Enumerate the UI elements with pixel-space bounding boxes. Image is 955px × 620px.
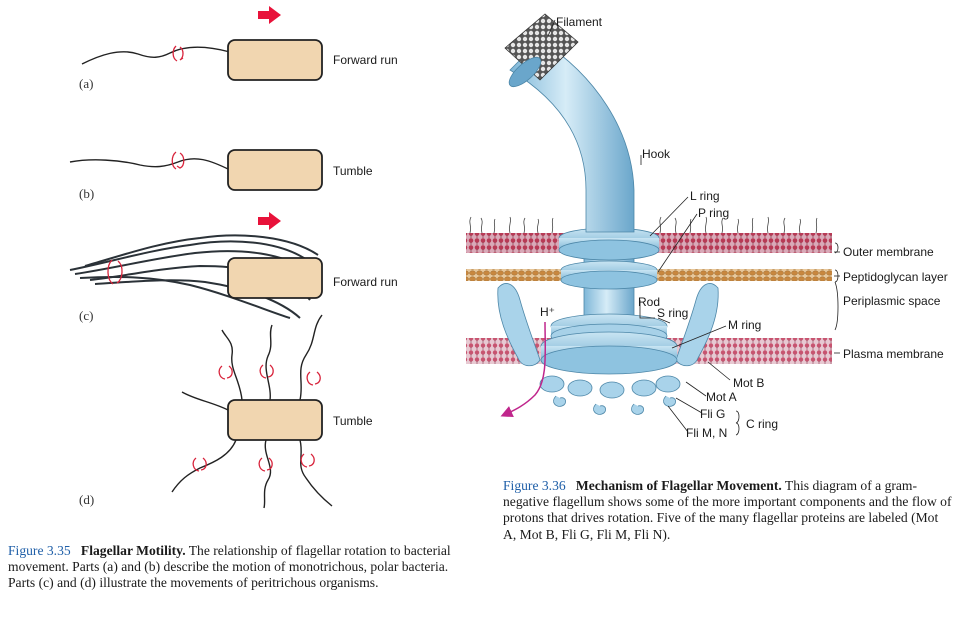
flagellum	[69, 158, 231, 171]
flagellum	[81, 46, 231, 65]
hook-label: Hook	[642, 147, 671, 161]
plasma-membrane-label: Plasma membrane	[843, 347, 944, 361]
peptidoglycan-label: Peptidoglycan layer	[843, 270, 948, 284]
s-ring-label: S ring	[657, 306, 688, 320]
proton-arrow	[500, 321, 547, 418]
panel-label: (a)	[79, 76, 93, 91]
panel-label: (b)	[79, 186, 94, 201]
flagellum-diagram: Filament Hook L ring P ring Outer membra…	[466, 13, 948, 440]
figure-text: This diagram of a gram-negative flagellu…	[503, 478, 952, 542]
c-ring-label: C ring	[746, 417, 778, 431]
bacterial-cell	[227, 149, 323, 191]
figure-title: Mechanism of Flagellar Movement.	[575, 478, 782, 493]
figure-3-36-caption: Figure 3.36 Mechanism of Flagellar Movem…	[503, 478, 953, 543]
mot-b-left	[497, 283, 541, 367]
mot-b-label: Mot B	[733, 376, 764, 390]
mot-a-label: Mot A	[706, 390, 737, 404]
fli-mn-label: Fli M, N	[686, 426, 727, 440]
panel-a: (a) Forward run	[79, 6, 398, 91]
rotation-icon	[172, 45, 184, 62]
figure-3-35-caption: Figure 3.35 Flagellar Motility. The rela…	[8, 543, 463, 592]
panel-b: (b) Tumble	[69, 149, 373, 201]
p-ring-label: P ring	[698, 206, 729, 220]
outer-membrane-label: Outer membrane	[843, 245, 934, 259]
leader-lines	[547, 19, 840, 436]
flagella	[171, 314, 333, 509]
big-red-arrow	[258, 212, 281, 230]
rod-label: Rod	[638, 295, 660, 309]
figure-number: Figure 3.36	[503, 478, 566, 493]
panel-label: (d)	[79, 492, 94, 507]
fli-g-label: Fli G	[700, 407, 725, 421]
m-ring-label: M ring	[728, 318, 761, 332]
filament-label: Filament	[556, 15, 603, 29]
motion-label: Forward run	[333, 275, 398, 289]
h-plus-label: H⁺	[540, 305, 555, 319]
motion-label: Tumble	[333, 164, 373, 178]
rotation-icon	[171, 151, 185, 170]
lps-ticks	[469, 216, 818, 234]
rotation-icons	[192, 364, 321, 472]
periplasmic-label: Periplasmic space	[843, 294, 941, 308]
figure-text: The relationship of flagellar rotation t…	[8, 543, 451, 591]
panel-d: (d) Tumble	[79, 314, 373, 509]
figure-number: Figure 3.35	[8, 543, 71, 558]
bacterial-cell	[227, 39, 323, 81]
rotation-icon	[107, 259, 123, 285]
figure-title: Flagellar Motility.	[80, 543, 186, 558]
panel-label: (c)	[79, 308, 93, 323]
panel-c: (c) Forward run	[69, 212, 398, 323]
bacterial-cell	[227, 399, 323, 441]
c-ring	[539, 375, 681, 415]
l-ring-label: L ring	[690, 189, 720, 203]
bacterial-cell	[227, 257, 323, 299]
motion-label: Forward run	[333, 53, 398, 67]
motion-label: Tumble	[333, 414, 373, 428]
big-red-arrow	[258, 6, 281, 24]
